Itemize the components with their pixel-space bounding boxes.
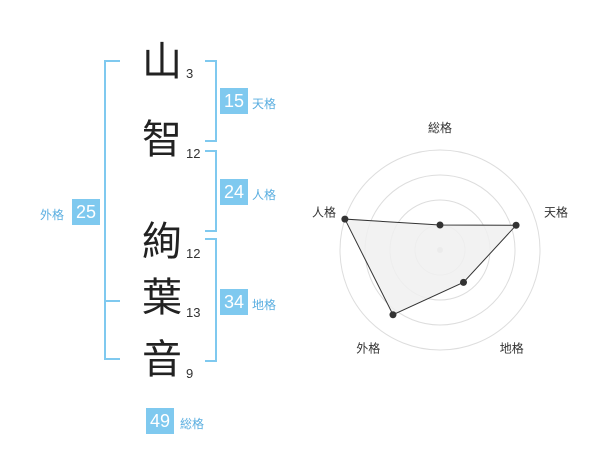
radar-point-3 xyxy=(389,311,397,319)
name-char-2: 智 xyxy=(142,117,182,163)
stroke-count-1: 3 xyxy=(186,66,194,81)
radar-series xyxy=(341,215,520,319)
gaikaku-badge: 25 xyxy=(72,199,100,225)
chikaku-bracket xyxy=(205,238,217,362)
chikaku-label: 地格 xyxy=(252,298,277,312)
radar-point-2 xyxy=(460,278,468,286)
soukaku-badge: 49 xyxy=(146,408,174,434)
gaikaku-bracket-top xyxy=(104,60,120,302)
radar-axis-label-3: 外格 xyxy=(356,341,380,356)
stroke-count-4: 13 xyxy=(186,305,201,320)
radar-axis-label-0: 総格 xyxy=(428,120,452,135)
radar-ring-4 xyxy=(339,149,541,351)
jinkaku-label: 人格 xyxy=(252,188,277,202)
stroke-count-3: 12 xyxy=(186,246,201,261)
name-char-5: 音 xyxy=(142,337,182,383)
radar-axis-label-2: 地格 xyxy=(500,341,524,356)
name-char-1: 山 xyxy=(142,39,182,85)
radar-point-4 xyxy=(341,215,349,223)
tenkaku-bracket xyxy=(205,60,217,142)
radar-axis-label-4: 人格 xyxy=(312,204,336,219)
tenkaku-badge: 15 xyxy=(220,88,248,114)
radar-point-1 xyxy=(512,221,520,229)
jinkaku-bracket xyxy=(205,150,217,232)
chikaku-badge: 34 xyxy=(220,289,248,315)
tenkaku-label: 天格 xyxy=(252,97,277,111)
stroke-count-5: 9 xyxy=(186,366,194,381)
radar-point-0 xyxy=(436,221,444,229)
name-char-3: 絢 xyxy=(142,219,182,265)
jinkaku-badge: 24 xyxy=(220,179,248,205)
soukaku-label: 総格 xyxy=(180,417,205,431)
radar-axis-label-1: 天格 xyxy=(544,204,568,219)
stroke-count-2: 12 xyxy=(186,146,201,161)
gaikaku-bracket-bottom xyxy=(104,298,120,360)
gaikaku-label: 外格 xyxy=(40,208,65,222)
name-char-4: 葉 xyxy=(142,275,182,321)
radar-polygon xyxy=(344,218,518,316)
